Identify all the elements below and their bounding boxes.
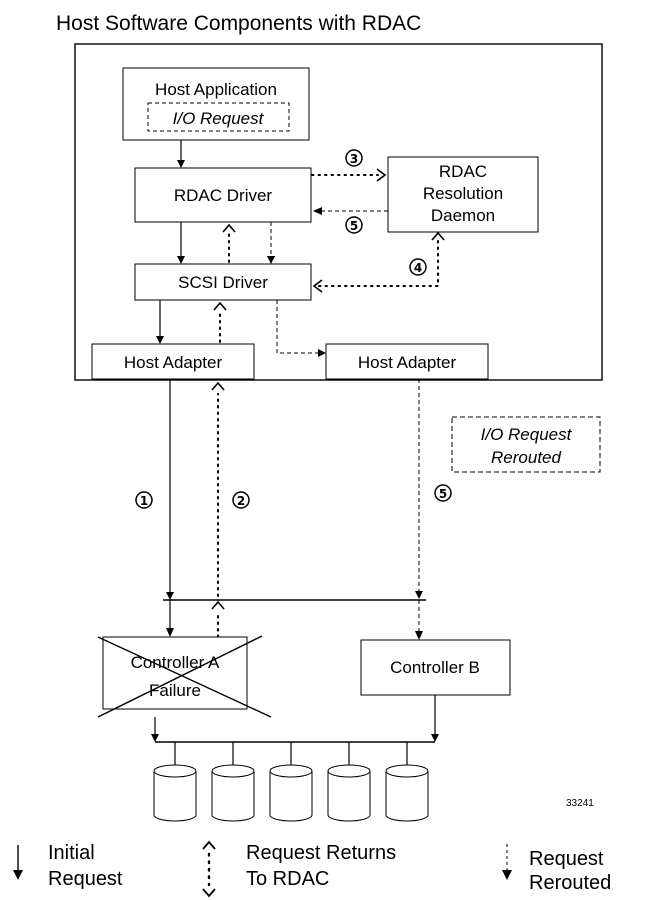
svg-text:5: 5 — [439, 487, 447, 501]
arrow-rdac-to-scsi — [177, 222, 185, 264]
rdac-driver-box: RDAC Driver — [134, 167, 312, 223]
step-2-marker: 2 — [232, 491, 250, 509]
disk-array — [153, 742, 429, 822]
io-request-label: I/O Request — [173, 109, 265, 128]
svg-text:3: 3 — [350, 152, 358, 166]
disk-4 — [327, 742, 371, 822]
scsi-driver-box: SCSI Driver — [134, 263, 312, 301]
arrow-controller-b-to-disks — [431, 695, 439, 742]
legend-request-returns: Request Returns To RDAC — [202, 840, 396, 898]
legend-initial-line2: Request — [48, 868, 123, 890]
diagram-title: Host Software Components with RDAC — [56, 12, 421, 35]
host-adapter-left-box: Host Adapter — [91, 343, 255, 380]
host-adapter-right-label: Host Adapter — [358, 353, 457, 372]
svg-text:4: 4 — [414, 261, 422, 275]
disk-3 — [269, 742, 313, 822]
arrow-scsi-to-right-adapter — [276, 300, 326, 357]
arrow-left-adapter-to-scsi — [213, 301, 227, 343]
controller-b-label: Controller B — [390, 658, 480, 677]
host-application-label: Host Application — [155, 80, 277, 99]
step-5-marker-upper: 5 — [345, 216, 363, 234]
path-rerouted — [415, 379, 423, 640]
host-adapter-right-box: Host Adapter — [325, 343, 489, 380]
arrow-rdac-to-daemon — [311, 168, 387, 182]
legend-returns-line1: Request Returns — [246, 842, 396, 864]
legend-request-rerouted: Request Rerouted — [502, 844, 611, 894]
legend-initial-request: Initial Request — [13, 842, 123, 890]
step-4-marker: 4 — [409, 258, 427, 276]
disk-1 — [153, 742, 197, 822]
svg-text:1: 1 — [140, 494, 148, 508]
scsi-driver-label: SCSI Driver — [178, 273, 268, 292]
failure-cross-line-1 — [97, 636, 272, 718]
legend-returns-line2: To RDAC — [246, 868, 329, 890]
step-1-marker: 1 — [135, 491, 153, 509]
arrow-scsi-to-left-adapter — [156, 300, 164, 344]
controller-a-label-line2: Failure — [149, 681, 201, 700]
daemon-label-line2: Resolution — [423, 184, 503, 203]
arrow-daemon-to-rdac — [313, 207, 388, 215]
host-adapter-left-label: Host Adapter — [124, 353, 223, 372]
arrow-scsi-to-rdac-return — [222, 223, 236, 263]
disk-5 — [385, 742, 429, 822]
rdac-resolution-daemon-box: RDAC Resolution Daemon — [387, 156, 539, 233]
io-request-box — [147, 102, 290, 132]
svg-text:2: 2 — [237, 494, 245, 508]
legend-rerouted-line1: Request — [529, 848, 604, 870]
step-3-marker: 3 — [345, 149, 363, 167]
controller-b-box: Controller B — [360, 639, 511, 696]
controller-a-box: Controller A Failure — [97, 635, 272, 718]
disk-2 — [211, 742, 255, 822]
svg-text:5: 5 — [350, 219, 358, 233]
legend-rerouted-line2: Rerouted — [529, 872, 611, 894]
failure-cross-line-2 — [97, 635, 263, 718]
rerouted-label-line1: I/O Request — [481, 425, 573, 444]
io-request-rerouted-box: I/O Request Rerouted — [451, 416, 601, 473]
legend-initial-line1: Initial — [48, 842, 95, 864]
rerouted-label-line2: Rerouted — [491, 448, 561, 467]
arrow-app-to-rdac — [177, 140, 185, 168]
rdac-driver-label: RDAC Driver — [174, 186, 273, 205]
path-initial-request — [166, 379, 174, 637]
arrow-scsi-daemon-link — [312, 231, 445, 293]
host-software-frame — [74, 43, 603, 381]
host-application-box: Host Application I/O Request — [122, 67, 310, 141]
controller-a-label-line1: Controller A — [131, 653, 220, 672]
figure-number: 33241 — [566, 798, 594, 809]
daemon-label-line1: RDAC — [439, 162, 487, 181]
path-request-returns — [211, 381, 225, 638]
arrow-rdac-to-scsi-rerouted — [267, 222, 275, 264]
step-5-marker-lower: 5 — [434, 484, 452, 502]
arrow-controller-a-to-disks — [151, 717, 159, 742]
daemon-label-line3: Daemon — [431, 206, 495, 225]
